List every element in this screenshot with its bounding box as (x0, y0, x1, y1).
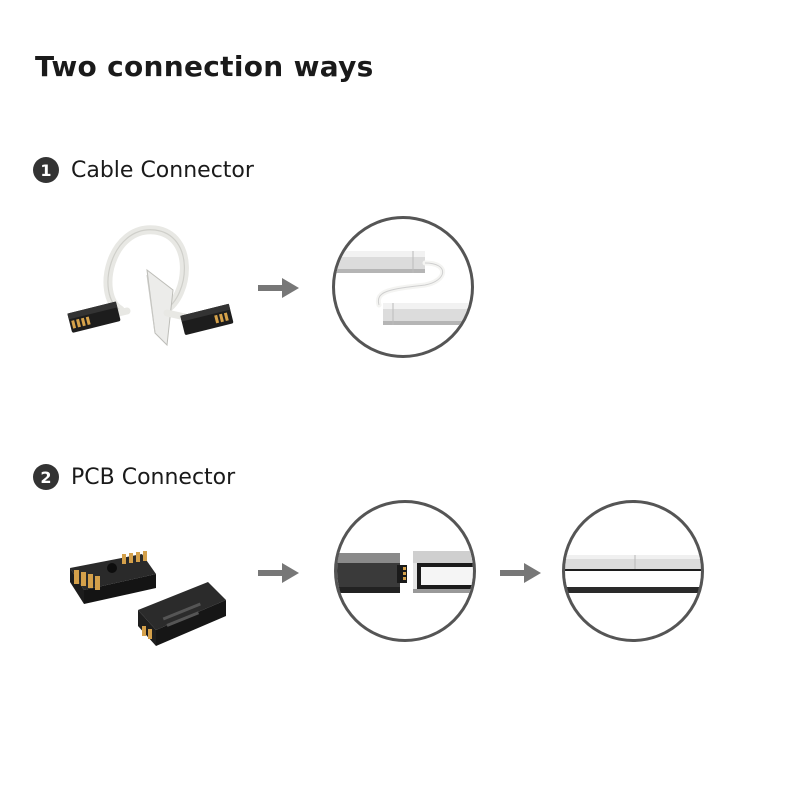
pcb-connector-product-image (70, 551, 226, 646)
cable-connection-detail-circle (332, 216, 474, 358)
step-label: PCB Connector (71, 464, 236, 490)
pcb-connection-before-circle (334, 500, 476, 642)
cable-connected-profiles-illustration (335, 251, 471, 325)
arrow-right-icon (258, 563, 299, 583)
arrow-right-icon (500, 563, 541, 583)
step-number-badge: 2 (33, 464, 59, 490)
step-number-badge: 1 (33, 157, 59, 183)
step-cable-connector: 1 Cable Connector (33, 157, 254, 183)
cable-connector-product-image (67, 225, 234, 347)
pcb-profiles-unjoined-illustration (337, 551, 473, 593)
step-label: Cable Connector (71, 157, 254, 183)
pcb-profiles-joined-illustration (565, 555, 701, 593)
pcb-connection-after-circle (562, 500, 704, 642)
step-pcb-connector: 2 PCB Connector (33, 464, 235, 490)
arrow-right-icon (258, 278, 299, 298)
page-title: Two connection ways (35, 50, 374, 83)
